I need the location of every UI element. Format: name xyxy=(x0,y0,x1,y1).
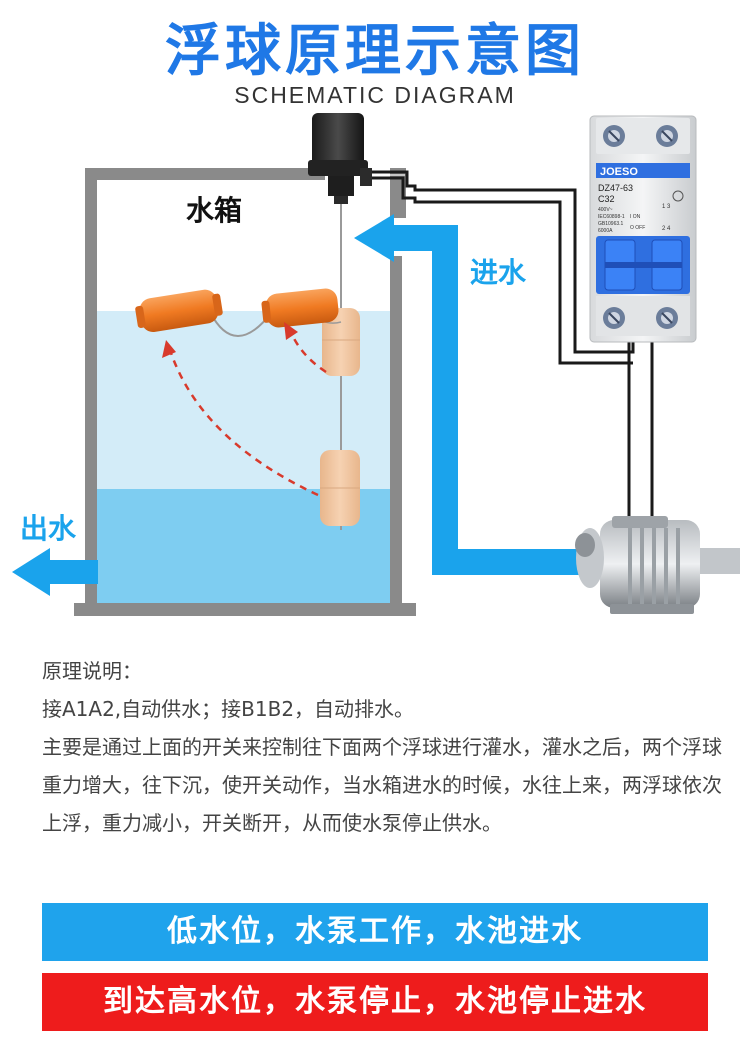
float-motion-arrows xyxy=(168,329,327,497)
control-wires xyxy=(365,170,654,525)
description-body: 主要是通过上面的开关来控制往下面两个浮球进行灌水，灌水之后，两个浮球重力增大，往… xyxy=(42,735,722,835)
float-faded-upper xyxy=(322,308,360,376)
description: 原理说明： 接A1A2,自动供水；接B1B2，自动排水。 主要是通过上面的开关来… xyxy=(42,652,722,842)
page-subtitle: SCHEMATIC DIAGRAM xyxy=(234,82,516,108)
float-left xyxy=(135,289,223,333)
description-line1: 接A1A2,自动供水；接B1B2，自动排水。 xyxy=(42,697,415,721)
breaker-terminal-bottom: 2 4 xyxy=(662,226,671,232)
outlet-flow-path xyxy=(42,560,98,584)
page-title: 浮球原理示意图 xyxy=(165,19,585,84)
circuit-breaker xyxy=(589,115,697,343)
float-switch xyxy=(308,113,372,204)
tank xyxy=(74,168,416,616)
breaker-on-label: I ON xyxy=(630,214,641,220)
low-water-banner: 低水位，水泵工作，水池进水 xyxy=(42,903,708,961)
breaker-model: DZ47-63 xyxy=(598,183,633,193)
inlet-label: 进水 xyxy=(470,256,527,289)
breaker-spec-0: 400V~ xyxy=(598,207,613,213)
float-faded-lower xyxy=(320,450,360,526)
breaker-rating: C32 xyxy=(598,194,615,204)
breaker-spec-1: IEC60898-1 xyxy=(598,214,625,220)
tank-label: 水箱 xyxy=(186,194,242,227)
high-water-banner: 到达高水位，水泵停止，水池停止进水 xyxy=(42,973,708,1031)
outlet-label: 出水 xyxy=(20,512,77,545)
breaker-terminal-top: 1 3 xyxy=(662,204,671,210)
inlet-flow-path xyxy=(392,225,600,575)
breaker-spec-2: GB10963.1 xyxy=(598,221,624,227)
breaker-spec-3: 6000A xyxy=(598,228,613,234)
breaker-off-label: O OFF xyxy=(630,225,645,231)
outlet-arrow-head xyxy=(12,548,50,596)
water-pump xyxy=(575,516,740,614)
description-heading: 原理说明： xyxy=(42,659,142,683)
float-right xyxy=(261,288,339,328)
schematic-diagram: JOESO DZ47-63 C32 400V~ IEC60898-1 GB109… xyxy=(12,113,740,616)
high-water-banner-text: 到达高水位，水泵停止，水池停止进水 xyxy=(103,984,647,1019)
inlet-arrow-head xyxy=(354,214,394,262)
low-water-banner-text: 低水位，水泵工作，水池进水 xyxy=(167,914,583,949)
breaker-brand: JOESO xyxy=(600,166,638,178)
